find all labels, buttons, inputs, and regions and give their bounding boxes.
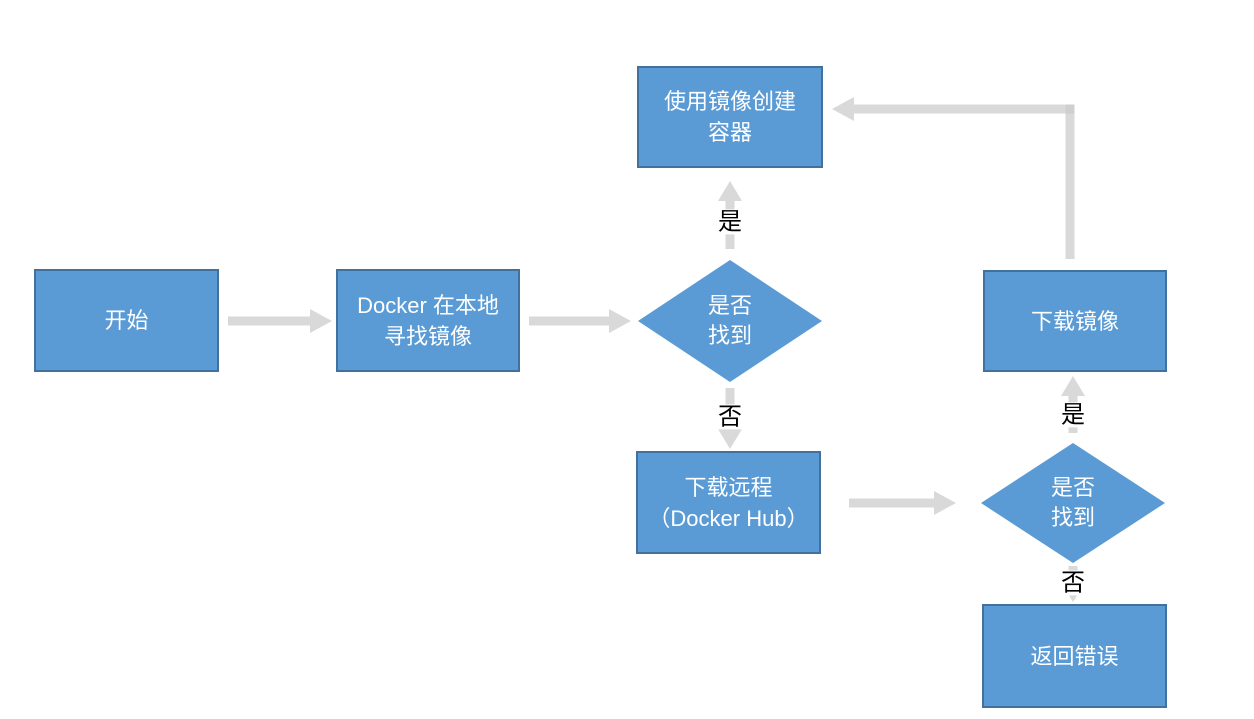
edge-label-decision2-no: 否 [1059,569,1087,597]
decision-remote-shape [981,443,1165,563]
arrow-start-to-local [228,309,332,333]
arrow-remote-to-decision2 [849,491,956,515]
edge-label-decision1-no: 否 [716,403,744,431]
decision-local-shape [638,260,822,382]
arrow-download-to-create-elbow [832,97,1075,259]
arrow-local-to-decision1 [529,309,631,333]
node-download-remote: 下载远程 （Docker Hub） [636,451,821,554]
node-return-error: 返回错误 [982,604,1167,708]
edge-label-decision1-yes: 是 [716,208,744,236]
edge-label-decision2-yes: 是 [1059,401,1087,429]
node-start: 开始 [34,269,219,372]
elbow-corner-joint [1065,104,1075,114]
node-local-search: Docker 在本地 寻找镜像 [336,269,520,372]
node-download-image: 下载镜像 [983,270,1167,372]
node-create-container: 使用镜像创建 容器 [637,66,823,168]
